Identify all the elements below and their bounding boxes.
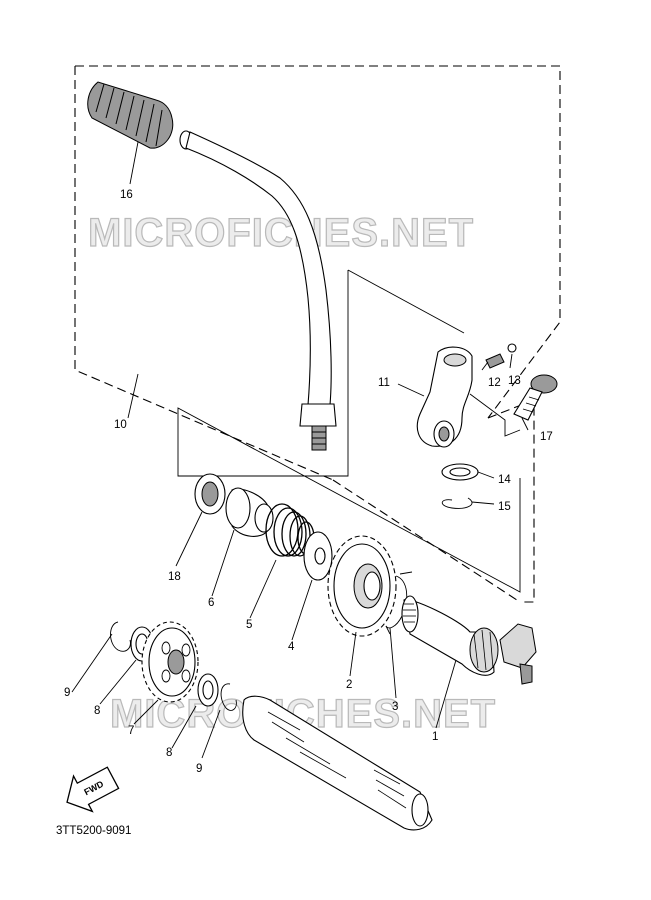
callout-5: 5 [246,619,252,631]
group-boundary-kick-lever [74,65,561,481]
bolt-17 [513,374,558,421]
washer-14 [441,463,479,481]
callout-11: 11 [378,377,390,389]
callout-12: 12 [488,377,501,389]
callout-1: 1 [432,731,438,743]
kick-gear-2 [327,535,397,637]
callout-3: 3 [392,701,398,713]
callout-14: 14 [498,474,511,486]
watermark-top: MICROFICHES.NET [88,211,474,255]
callout-8-upper: 8 [94,705,100,717]
kick-grip [87,81,174,149]
washer-4 [303,531,333,581]
callout-13: 13 [508,375,521,387]
kick-axle-1 [401,595,537,685]
callout-9-upper: 9 [64,687,70,699]
washer-8-lower [197,673,219,707]
oil-seal-18 [194,473,226,515]
callout-7: 7 [128,725,134,737]
callouts: 16 10 11 12 13 17 14 15 18 6 5 4 2 3 1 9… [64,189,553,775]
circlip-9-lower [220,683,237,711]
torsion-spring-5 [265,503,315,557]
diagram-code: 3TT5200-9091 [56,825,131,837]
kick-lever-boss [416,346,473,448]
callout-17: 17 [540,431,553,443]
callout-2: 2 [346,679,352,691]
circlip-15 [441,497,473,509]
leader-lines [71,141,529,759]
kick-lever-arm [179,130,337,451]
bolt-12 [485,353,505,369]
callout-10: 10 [114,419,127,431]
group-boundary-shaft [332,399,535,603]
callout-6: 6 [208,597,214,609]
callout-9-lower: 9 [196,763,202,775]
reference-lines [177,269,521,593]
idler-gear-7 [141,621,199,703]
callout-4: 4 [288,641,295,653]
ball-13 [507,343,517,353]
spring-guide-6 [225,487,274,537]
callout-18: 18 [168,571,181,583]
fwd-arrow-icon: FWD [66,766,120,813]
callout-8-lower: 8 [166,747,172,759]
callout-15: 15 [498,501,511,513]
lower-shaft [242,695,433,831]
circlip-9-upper [110,621,131,652]
callout-16: 16 [120,189,133,201]
